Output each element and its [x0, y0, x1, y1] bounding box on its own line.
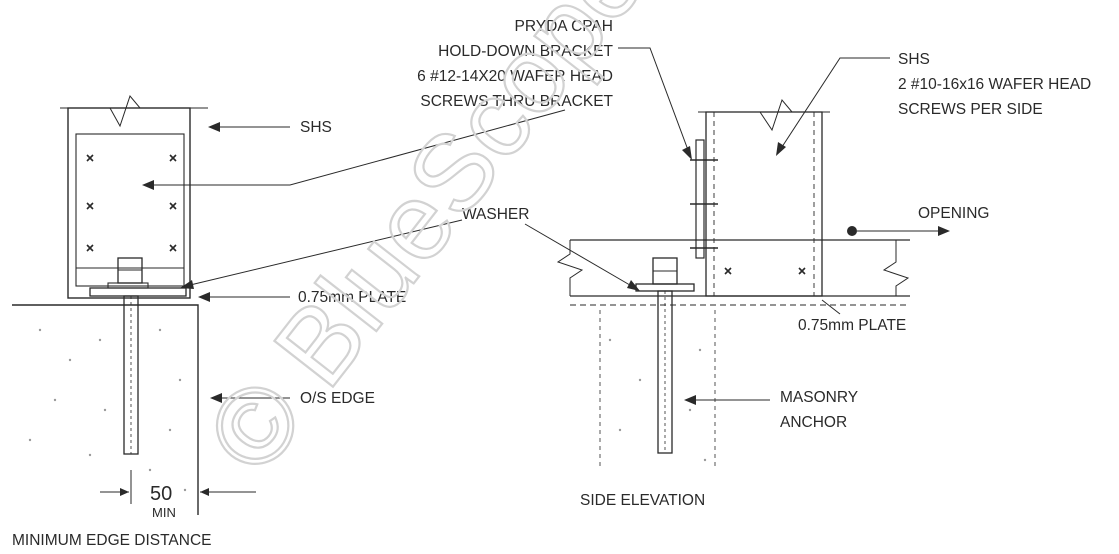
bracket-label-line-3: 6 #12-14X20 WAFER HEAD	[417, 68, 613, 85]
washer-label: WASHER	[462, 206, 529, 223]
bracket-callout: PRYDA CPAH HOLD-DOWN BRACKET 6 #12-14X20…	[417, 18, 692, 160]
dimension-min: MIN	[152, 505, 176, 520]
opening-marker	[847, 226, 857, 236]
bracket-label-line-4: SCREWS THRU BRACKET	[420, 93, 613, 110]
left-concrete-speckle	[28, 328, 187, 492]
right-bracket	[695, 139, 705, 259]
min-edge-distance-title: MINIMUM EDGE DISTANCE	[12, 532, 212, 549]
right-break-line	[698, 98, 830, 132]
shs-right-label-line-3: SCREWS PER SIDE	[898, 101, 1043, 118]
left-plate	[89, 287, 187, 297]
dimension-value: 50	[150, 483, 172, 505]
left-break-line	[60, 94, 208, 128]
left-bracket	[75, 133, 185, 287]
masonry-anchor-label-line-2: ANCHOR	[780, 414, 847, 431]
bracket-label-line-2: HOLD-DOWN BRACKET	[438, 43, 613, 60]
bracket-label-line-1: PRYDA CPAH	[515, 18, 614, 35]
right-detail: SHS 2 #10-16x16 WAFER HEAD SCREWS PER SI…	[462, 51, 1091, 509]
left-shs-post	[67, 107, 191, 299]
shs-right-label-line-2: 2 #10-16x16 WAFER HEAD	[898, 76, 1091, 93]
opening-label: OPENING	[918, 205, 989, 222]
right-washer	[635, 283, 695, 292]
side-elevation-title: SIDE ELEVATION	[580, 492, 705, 509]
shs-left-label: SHS	[300, 119, 332, 136]
right-post-screws	[724, 267, 806, 275]
os-edge-label: O/S EDGE	[300, 390, 375, 407]
right-bracket-screws	[690, 159, 718, 249]
plate-left-label: 0.75mm PLATE	[298, 289, 406, 306]
plate-right-label: 0.75mm PLATE	[798, 317, 906, 334]
shs-right-label-line-1: SHS	[898, 51, 930, 68]
left-concrete-edge	[12, 304, 199, 515]
left-detail: 50 MIN MINIMUM EDGE DISTANCE SHS 0.75mm …	[12, 94, 566, 549]
left-screws	[86, 154, 177, 252]
masonry-anchor-label-line-1: MASONRY	[780, 389, 858, 406]
